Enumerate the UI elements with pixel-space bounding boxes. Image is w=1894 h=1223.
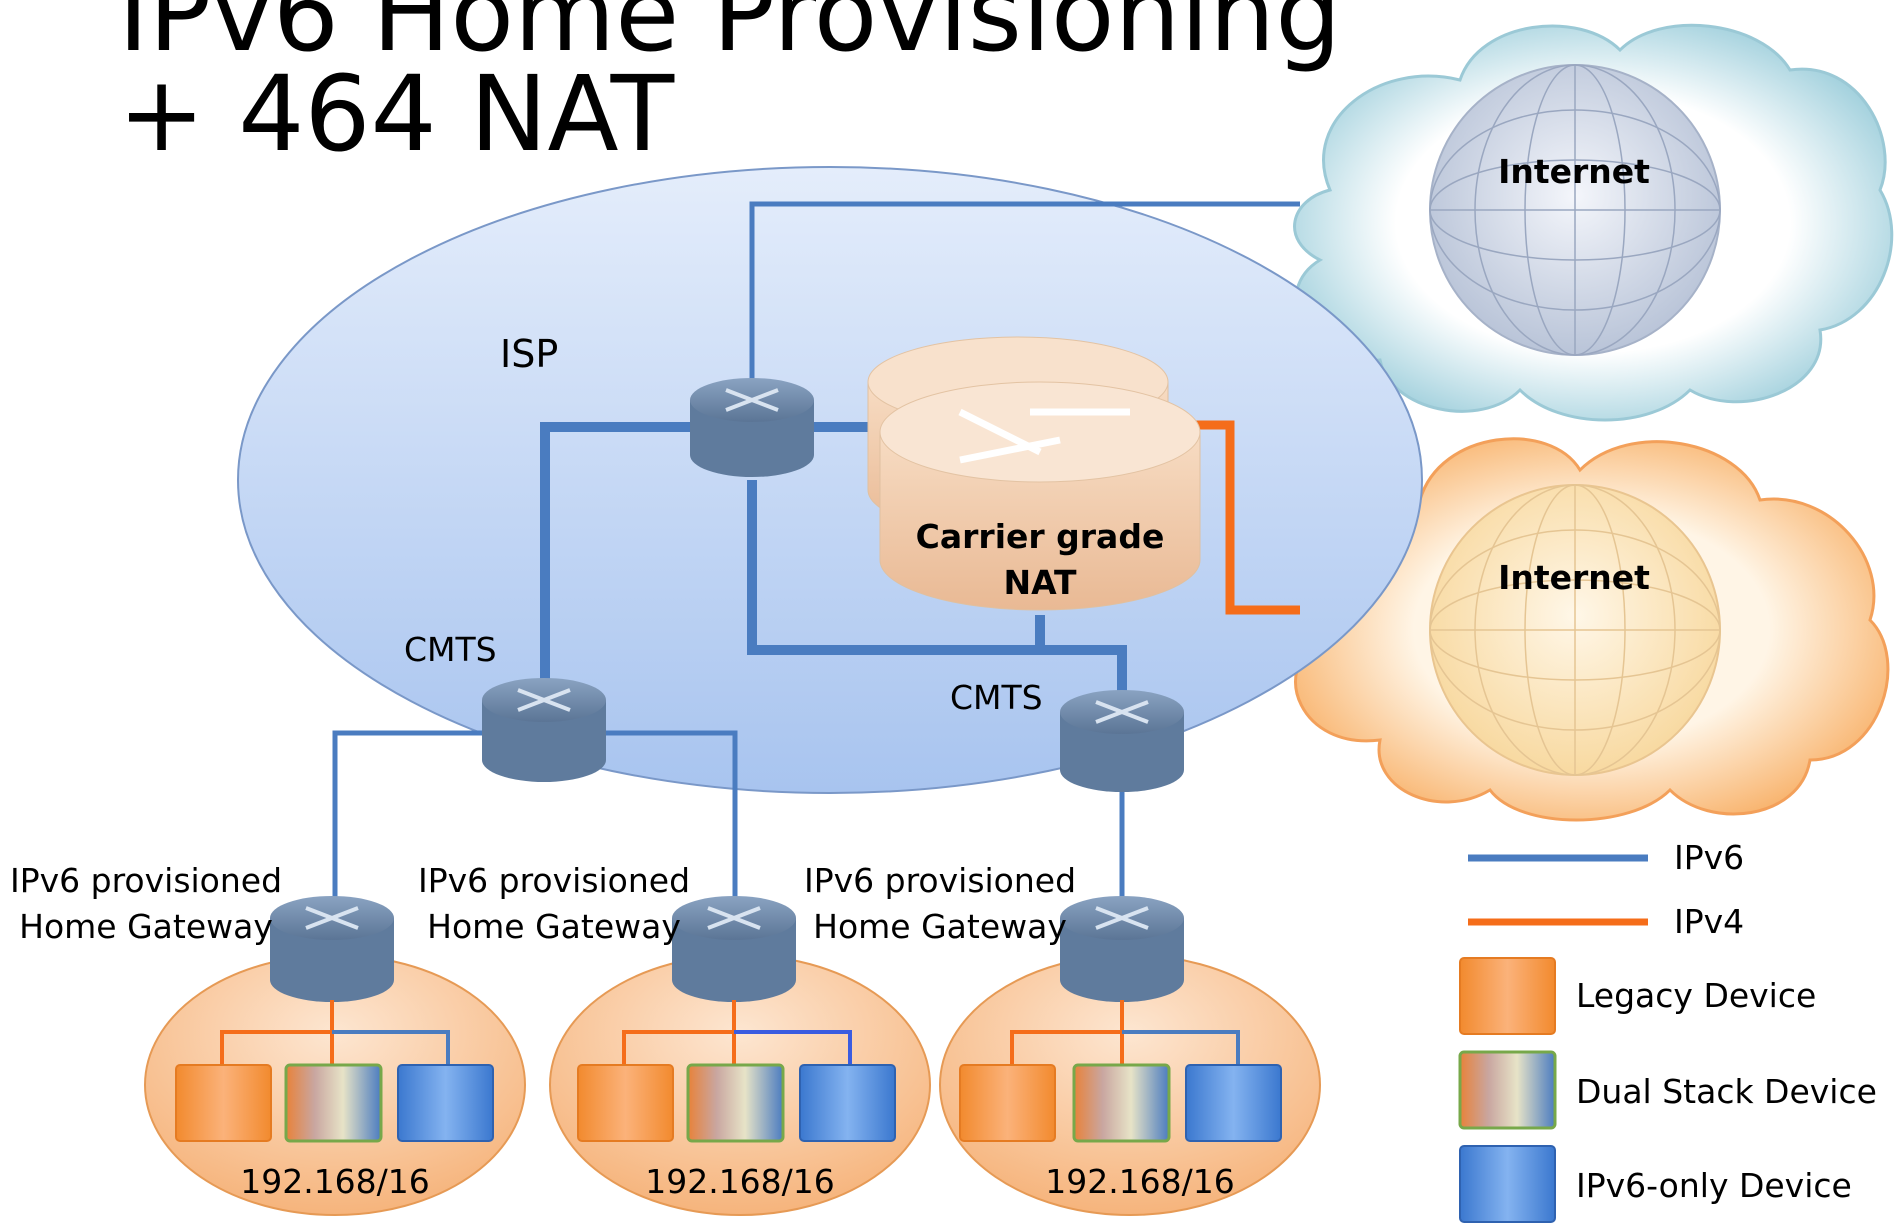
cloud-top-label: Internet: [1498, 152, 1650, 191]
home-2-ipv6-only-device: [799, 1064, 896, 1142]
home-1-ipv6-only-device: [397, 1064, 494, 1142]
home-gateway-router-3: [1060, 896, 1184, 1002]
home-3-dual-stack-device: [1072, 1063, 1171, 1143]
legend-ipv4-label: IPv4: [1674, 902, 1745, 941]
cgn-label: Carrier grade NAT: [916, 514, 1165, 606]
title-line-1: IPv6 Home Provisioning: [118, 0, 1342, 75]
cgn-label-line-2: NAT: [1003, 563, 1077, 603]
cmts-router-left: [482, 678, 606, 782]
home-1-legacy-device: [175, 1064, 272, 1142]
home-2-dual-stack-device: [686, 1063, 785, 1143]
home-3-ipv6-only-device: [1185, 1064, 1282, 1142]
home-2-wiring: [622, 1000, 852, 1065]
gateway-2-line-1: IPv6 provisioned: [418, 861, 691, 900]
gateway-3-label: IPv6 provisioned Home Gateway: [804, 858, 1076, 950]
isp-label: ISP: [500, 332, 559, 376]
legend-v6only-label: IPv6-only Device: [1576, 1166, 1852, 1205]
isp-core-router: [690, 378, 814, 477]
cmts-router-right: [1060, 690, 1184, 792]
legend-dual-swatch: [1458, 1050, 1557, 1130]
carrier-grade-nat: [867, 336, 1201, 611]
subnet-2-label: 192.168/16: [645, 1162, 835, 1201]
home-3-wiring: [1010, 1000, 1240, 1065]
subnet-1-label: 192.168/16: [240, 1162, 430, 1201]
home-gateway-router-2: [672, 896, 796, 1002]
legend-v6only-swatch: [1459, 1145, 1556, 1223]
gateway-1-label: IPv6 provisioned Home Gateway: [10, 858, 282, 950]
gateway-1-line-2: Home Gateway: [19, 907, 273, 947]
gateway-2-line-2: Home Gateway: [427, 907, 681, 947]
gateway-3-line-2: Home Gateway: [813, 907, 1067, 947]
internet-cloud-ipv6: [1293, 23, 1894, 422]
legend-dual-label: Dual Stack Device: [1576, 1072, 1877, 1111]
legend-ipv6-label: IPv6: [1674, 838, 1745, 877]
home-3-legacy-device: [959, 1064, 1056, 1142]
legend-legacy-swatch: [1459, 957, 1556, 1035]
gateway-2-label: IPv6 provisioned Home Gateway: [418, 858, 690, 950]
cgn-label-line-1: Carrier grade: [915, 517, 1165, 556]
cmts-right-label: CMTS: [950, 678, 1043, 717]
gateway-3-line-1: IPv6 provisioned: [804, 861, 1077, 900]
home-1-dual-stack-device: [284, 1063, 383, 1143]
home-2-legacy-device: [577, 1064, 674, 1142]
internet-cloud-ipv4: [1294, 437, 1890, 822]
title-line-2: + 464 NAT: [118, 53, 675, 175]
home-gateway-router-1: [270, 896, 394, 1002]
subnet-3-label: 192.168/16: [1045, 1162, 1235, 1201]
ipv6-links-thin: [332, 201, 1300, 920]
isp-network-area: [237, 166, 1423, 794]
gateway-1-line-1: IPv6 provisioned: [10, 861, 283, 900]
home-1-wiring: [220, 1000, 450, 1065]
cloud-bottom-label: Internet: [1498, 558, 1650, 597]
cmts-left-label: CMTS: [404, 630, 497, 669]
legend-legacy-label: Legacy Device: [1576, 976, 1817, 1015]
